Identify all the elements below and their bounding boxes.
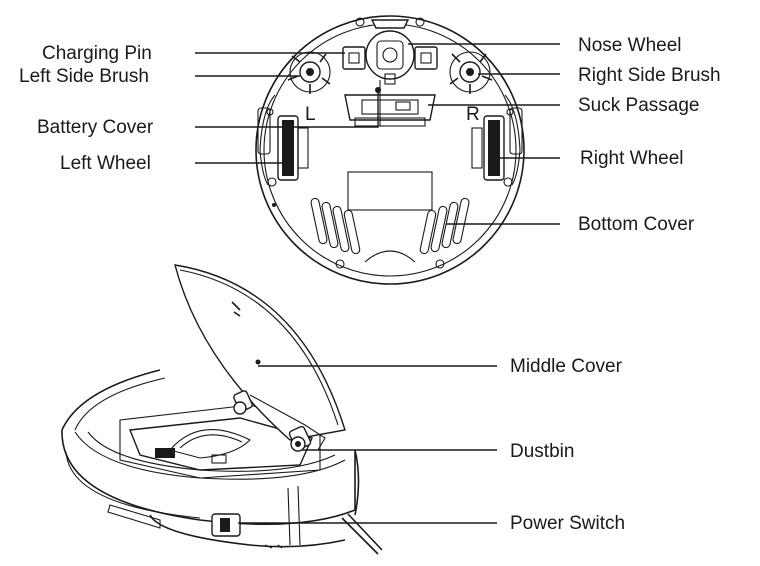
body-right-edge (354, 449, 360, 516)
bottom-cover-plate (347, 171, 433, 211)
label-right-side-brush: Right Side Brush (578, 65, 721, 86)
label-left-side-brush: Left Side Brush (19, 66, 149, 87)
left-side-brush (287, 51, 331, 94)
left-vent-slots (310, 197, 361, 255)
label-suck-passage: Suck Passage (578, 95, 699, 116)
body-front-slot (107, 504, 161, 529)
body-feet (264, 544, 283, 549)
body-top-inner-left (74, 377, 166, 431)
body-side-outer (61, 429, 356, 526)
left-mark: L (305, 104, 316, 125)
left-wheel (277, 115, 309, 181)
charging-pin-right-inner (420, 52, 432, 64)
bottom-view-leaders (195, 43, 560, 225)
label-middle-cover: Middle Cover (510, 356, 623, 377)
label-left-wheel: Left Wheel (60, 153, 151, 174)
power-switch (211, 513, 241, 537)
left-side-sensor (257, 107, 271, 155)
label-bottom-cover: Bottom Cover (578, 214, 695, 235)
robot-bottom-view: L R (255, 15, 525, 285)
right-side-brush (449, 51, 493, 94)
label-charging-pin: Charging Pin (42, 43, 152, 64)
side-brush-arm (341, 513, 383, 555)
right-bumper-edge (504, 94, 521, 186)
middle-cover-lid (174, 264, 346, 441)
top-view-leaders (238, 365, 497, 524)
right-mark: R (466, 104, 480, 125)
suck-passage (344, 94, 436, 127)
body-top-edge-left (61, 369, 161, 431)
body-bottom-edge (149, 514, 346, 548)
left-bumper-edge (259, 94, 276, 186)
robot-top-view (61, 264, 383, 555)
screw-holes (266, 17, 514, 269)
label-right-wheel: Right Wheel (580, 148, 684, 169)
right-side-sensor (509, 107, 523, 155)
body-front-seam (287, 485, 301, 546)
nose-wheel (365, 30, 415, 85)
dustbin (129, 417, 313, 471)
bottom-outer-rim (255, 15, 525, 285)
body-side-band (65, 451, 201, 519)
leader-battery-cover-dot (375, 87, 381, 93)
label-battery-cover: Battery Cover (37, 117, 154, 138)
label-nose-wheel: Nose Wheel (578, 35, 682, 56)
charging-pin-right (414, 46, 438, 70)
right-vent-slots (419, 197, 470, 255)
leader-battery-cover (195, 90, 379, 128)
rear-arc (364, 250, 416, 263)
lid-hinges (233, 390, 326, 452)
charging-pin-left (342, 46, 366, 70)
top-notch (370, 19, 410, 29)
label-power-switch: Power Switch (510, 513, 625, 534)
right-wheel (471, 115, 505, 181)
charging-pin-left-inner (348, 52, 360, 64)
label-dustbin: Dustbin (510, 441, 574, 462)
